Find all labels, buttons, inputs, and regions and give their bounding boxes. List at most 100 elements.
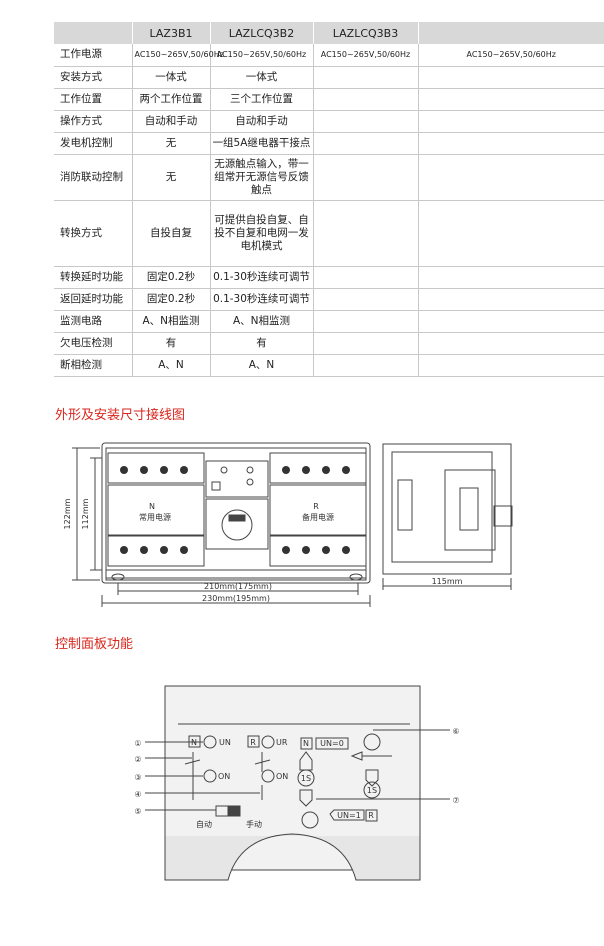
table-row: 欠电压检测有有: [54, 332, 604, 355]
right-module-r: R: [313, 502, 319, 511]
dim-230: 230mm(195mm): [202, 594, 270, 603]
table-cell: 0.1-30秒连续可调节: [210, 266, 314, 289]
table-row: 安装方式一体式一体式: [54, 66, 604, 89]
table-cell: [418, 310, 604, 333]
callout-number: ⑤: [134, 807, 141, 816]
on1-label: ON: [218, 772, 230, 781]
table-cell: [313, 332, 419, 355]
table-row: 发电机控制无一组5A继电器干接点: [54, 132, 604, 155]
un1-label: UN=1: [337, 811, 361, 820]
table-cell: [313, 110, 419, 133]
table-cell: [418, 332, 604, 355]
manual-label: 手动: [246, 819, 262, 829]
row-label-cell: 工作位置: [54, 88, 133, 111]
table-cell: [418, 132, 604, 155]
table-cell: AC150~265V,50/60Hz: [210, 44, 314, 67]
on2-label: ON: [276, 772, 288, 781]
callout-number: ④: [134, 790, 141, 799]
table-cell: [313, 132, 419, 155]
n-box-label: N: [191, 738, 197, 747]
table-cell: [313, 88, 419, 111]
r-box2-label: R: [368, 811, 374, 820]
row-label-cell: 转换方式: [54, 200, 133, 267]
callout-number: ⑥: [452, 727, 459, 736]
table-cell: [313, 288, 419, 311]
row-label-cell: 断相检测: [54, 354, 133, 377]
callout-number: ①: [134, 739, 141, 748]
table-cell: [313, 310, 419, 333]
table-cell: 无: [132, 154, 211, 201]
table-cell: [313, 354, 419, 377]
row-label-cell: 监测电路: [54, 310, 133, 333]
table-cell: 自动和手动: [210, 110, 314, 133]
dim-115: 115mm: [432, 577, 463, 586]
table-cell: 0.1-30秒连续可调节: [210, 288, 314, 311]
table-cell: 固定0.2秒: [132, 288, 211, 311]
un0-label: UN=0: [320, 739, 344, 748]
r-box-label: R: [250, 738, 256, 747]
table-row: 工作位置两个工作位置三个工作位置: [54, 88, 604, 111]
table-cell: 一组5A继电器干接点: [210, 132, 314, 155]
table-cell: [418, 154, 604, 201]
row-label-cell: 返回延时功能: [54, 288, 133, 311]
callout-number: ⑦: [452, 796, 459, 805]
table-cell: 无: [132, 132, 211, 155]
row-label-cell: 转换延时功能: [54, 266, 133, 289]
auto-label: 自动: [196, 819, 212, 829]
table-cell: A、N相监测: [132, 310, 211, 333]
dim-122: 122mm: [63, 498, 72, 529]
table-cell: A、N: [210, 354, 314, 377]
row-label-cell: 操作方式: [54, 110, 133, 133]
header-cell: [54, 22, 133, 44]
table-cell: AC150~265V,50/60Hz: [132, 44, 224, 67]
header-cell: LAZLCQ3B2: [210, 22, 314, 44]
dim-112: 112mm: [81, 498, 90, 529]
table-cell: 自投自复: [132, 200, 211, 267]
table-cell: [313, 200, 419, 267]
header-cell: LAZ3B1: [132, 22, 211, 44]
table-cell: [418, 66, 604, 89]
table-cell: [313, 154, 419, 201]
section-title-dimensions: 外形及安装尺寸接线图: [55, 408, 186, 423]
table-cell: [418, 266, 604, 289]
table-cell: 三个工作位置: [210, 88, 314, 111]
table-cell: 无源触点输入，带一组常开无源信号反馈触点: [210, 154, 314, 201]
table-cell: A、N相监测: [210, 310, 314, 333]
ur-label: UR: [276, 738, 288, 747]
callout-number: ②: [134, 755, 141, 764]
table-cell: 可提供自投自复、自投不自复和电网一发电机模式: [210, 200, 314, 267]
table-cell: [313, 66, 419, 89]
table-cell: AC150~265V,50/60Hz: [313, 44, 419, 67]
table-cell: AC150~265V,50/60Hz: [418, 44, 604, 67]
row-label-cell: 发电机控制: [54, 132, 133, 155]
row-label-cell: 欠电压检测: [54, 332, 133, 355]
table-header-row: LAZ3B1 LAZLCQ3B2 LAZLCQ3B3: [54, 22, 604, 44]
dim-210: 210mm(175mm): [204, 582, 272, 591]
table-row: 操作方式自动和手动自动和手动: [54, 110, 604, 133]
t1s-b-label: 1S: [367, 786, 377, 795]
left-module-text: 常用电源: [139, 512, 171, 522]
section-title-panel: 控制面板功能: [55, 637, 134, 652]
table-cell: 固定0.2秒: [132, 266, 211, 289]
table-row: 转换方式自投自复可提供自投自复、自投不自复和电网一发电机模式: [54, 200, 604, 267]
header-cell: LAZLCQ3B3: [313, 22, 419, 44]
right-module-text: 备用电源: [302, 512, 334, 522]
row-label-cell: 安装方式: [54, 66, 133, 89]
table-cell: [313, 266, 419, 289]
un-label: UN: [219, 738, 231, 747]
row-label-cell: 工作电源: [54, 44, 133, 67]
table-row: 消防联动控制无无源触点输入，带一组常开无源信号反馈触点: [54, 154, 604, 201]
table-cell: [418, 200, 604, 267]
header-cell: [418, 22, 604, 44]
table-cell: 一体式: [210, 66, 314, 89]
table-cell: 有: [132, 332, 211, 355]
table-cell: 有: [210, 332, 314, 355]
table-cell: 两个工作位置: [132, 88, 211, 111]
table-cell: [418, 88, 604, 111]
